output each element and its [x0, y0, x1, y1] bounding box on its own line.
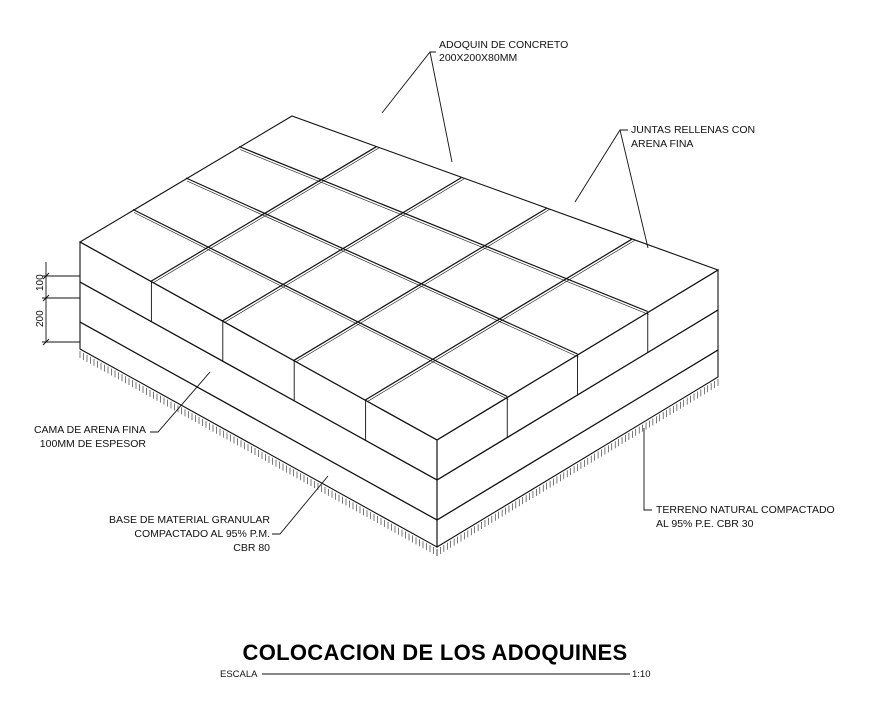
- label-juntas-line1: JUNTAS RELLENAS CON: [631, 124, 755, 136]
- label-cama-line1: CAMA DE ARENA FINA: [34, 424, 146, 436]
- paver-joint-edge: [367, 239, 635, 402]
- annotation-adoquin: ADOQUIN DE CONCRETO 200X200X80MM: [439, 39, 568, 64]
- paver-layer-sides: [79, 241, 719, 481]
- paver-joint-edge: [224, 178, 465, 323]
- paver-joint: [238, 145, 648, 313]
- annotation-cama: CAMA DE ARENA FINA 100MM DE ESPESOR: [34, 424, 146, 450]
- scale-value: 1:10: [632, 669, 651, 680]
- drawing-title: COLOCACION DE LOS ADOQUINES: [243, 640, 628, 665]
- paver-joint-edge: [296, 209, 550, 363]
- paver-joint: [292, 207, 547, 362]
- label-base-line3: CBR 80: [233, 542, 270, 554]
- paver-joint-edge: [153, 147, 380, 283]
- paver-joint-edge: [186, 180, 579, 358]
- paver-joint: [364, 238, 633, 401]
- natural-ground-hatch: [79, 351, 719, 556]
- label-adoquin-line2: 200X200X80MM: [439, 52, 517, 64]
- label-base-line1: BASE DE MATERIAL GRANULAR: [109, 514, 270, 526]
- label-base-line2: COMPACTADO AL 95% P.M.: [134, 528, 270, 540]
- annotation-base: BASE DE MATERIAL GRANULAR COMPACTADO AL …: [109, 514, 270, 554]
- label-adoquin-line1: ADOQUIN DE CONCRETO: [439, 39, 568, 51]
- sand-bed-layer: [79, 281, 719, 521]
- annotation-juntas: JUNTAS RELLENAS CON ARENA FINA: [631, 124, 755, 150]
- annotation-terreno: TERRENO NATURAL COMPACTADO AL 95% P.E. C…: [656, 504, 835, 530]
- label-terreno-line1: TERRENO NATURAL COMPACTADO: [656, 504, 835, 516]
- paver-joint-edge: [239, 149, 649, 315]
- leader-lines: [150, 51, 652, 535]
- label-cama-line2: 100MM DE ESPESOR: [40, 438, 147, 450]
- paver-joint: [150, 146, 377, 283]
- scale-label: ESCALA: [220, 669, 258, 680]
- dimension-upper: 100: [35, 274, 46, 291]
- paver-joint: [132, 208, 508, 398]
- paver-joint-edge: [133, 212, 509, 400]
- label-terreno-line2: AL 95% P.E. CBR 30: [656, 518, 754, 530]
- dimension-lower: 200: [35, 310, 46, 327]
- label-juntas-line2: ARENA FINA: [631, 138, 693, 150]
- thickness-dimensions: 100 200: [35, 262, 80, 346]
- paver-joint: [221, 177, 462, 322]
- paver-joint: [185, 177, 578, 355]
- title-block: COLOCACION DE LOS ADOQUINES ESCALA 1:10: [220, 640, 651, 680]
- paver-grid: [78, 115, 720, 441]
